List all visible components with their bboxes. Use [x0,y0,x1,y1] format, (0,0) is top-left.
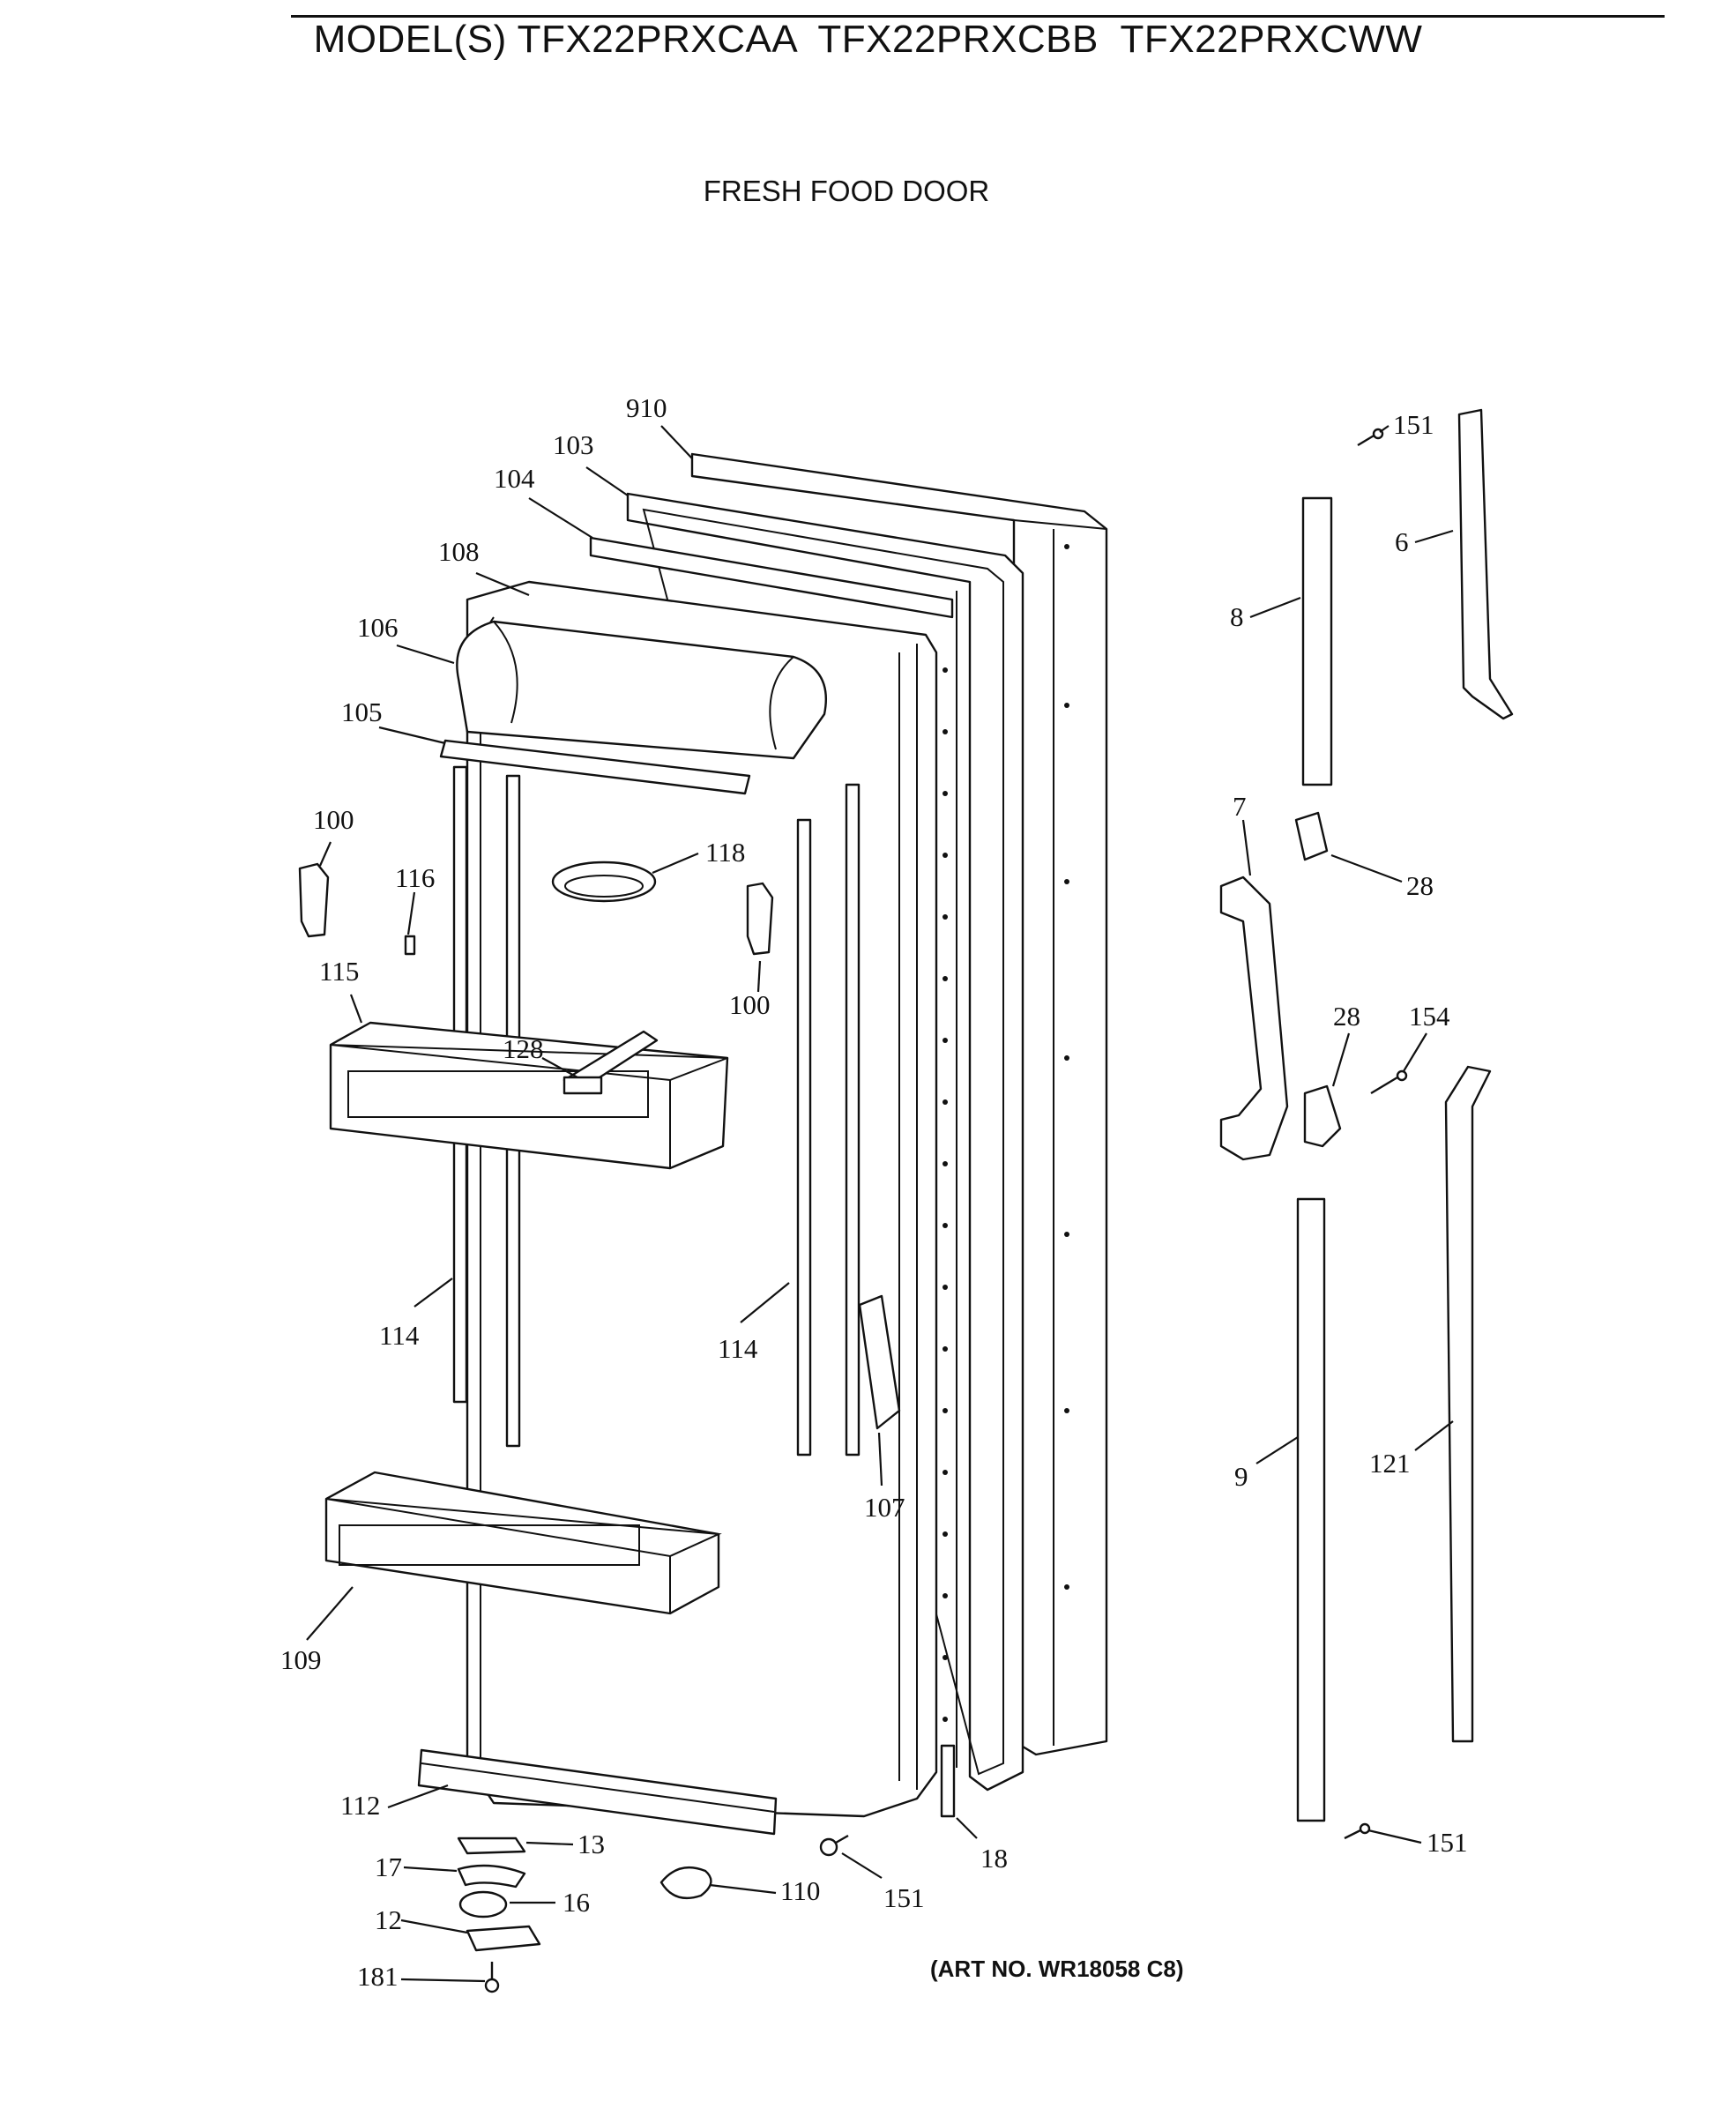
callout-7: 7 [1233,791,1247,822]
art-number: (ART NO. WR18058 C8) [930,1956,1184,1982]
callout-100-right: 100 [729,989,771,1020]
shelf-clips [298,862,774,956]
liner-rivet-row [943,544,1069,1722]
callout-9: 9 [1234,1461,1248,1492]
right-side-parts [1219,408,1514,1840]
callout-151-bottom-right: 151 [1427,1827,1468,1858]
callout-103: 103 [553,429,594,460]
callout-8: 8 [1230,601,1244,632]
callout-121: 121 [1369,1448,1411,1479]
callout-108: 108 [438,536,480,567]
lower-door-bin [324,1471,722,1615]
callout-6: 6 [1395,526,1409,557]
callout-112: 112 [340,1790,380,1821]
oval-accessory [551,861,657,903]
callout-109: 109 [280,1644,322,1675]
callout-114-right: 114 [718,1333,758,1364]
callout-28-lower: 28 [1333,1001,1360,1032]
callout-105: 105 [341,697,383,727]
callout-110: 110 [780,1875,820,1906]
callout-128: 128 [503,1033,544,1064]
callout-181: 181 [357,1961,399,1992]
callout-910: 910 [626,392,667,423]
callout-104: 104 [494,463,535,494]
upper-door-bin [329,1021,729,1170]
callout-17: 17 [375,1852,402,1882]
callout-12: 12 [375,1904,402,1935]
callout-18: 18 [980,1843,1008,1874]
callout-28-upper: 28 [1406,870,1434,901]
plug-and-screw [659,1834,849,1900]
callout-116: 116 [395,862,435,893]
hinge-parts [457,1837,541,1993]
callout-151-bottom-center: 151 [883,1882,925,1913]
callout-labels: 910 103 104 108 106 105 100 116 118 100 … [280,392,1468,1992]
side-trims [858,1294,956,1818]
callout-107: 107 [864,1492,905,1523]
callout-114-left: 114 [379,1320,420,1351]
callout-151-top: 151 [1393,409,1434,440]
section-title: FRESH FOOD DOOR [703,175,990,207]
callout-16: 16 [563,1887,590,1918]
callout-154: 154 [1409,1001,1450,1032]
callout-115: 115 [319,956,359,987]
dairy-compartment [439,620,827,795]
callout-13: 13 [577,1829,605,1859]
bottom-trim [417,1748,778,1836]
callout-118: 118 [705,837,745,868]
callout-100-left: 100 [313,804,354,835]
callout-106: 106 [357,612,399,643]
header-rule [291,15,1665,18]
model-numbers: MODEL(S) TFX22PRXCAA TFX22PRXCBB TFX22PR… [313,18,1423,61]
leader-lines [306,425,1454,1983]
